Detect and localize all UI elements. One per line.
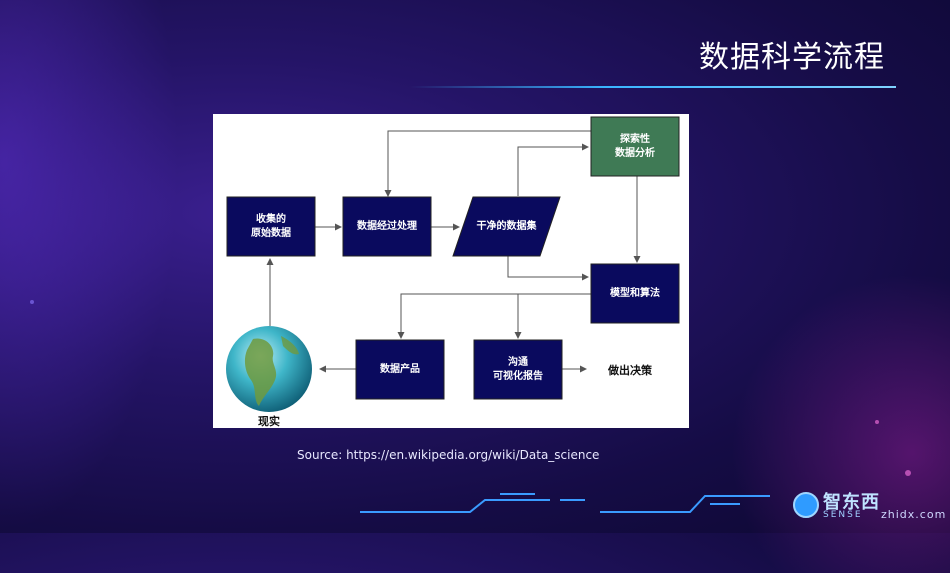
location-pin-icon xyxy=(793,492,819,518)
node-eda-box xyxy=(590,116,680,177)
node-process-label: 数据经过处理 xyxy=(357,220,417,232)
node-product-box xyxy=(355,339,445,400)
logo-domain: zhidx.com xyxy=(881,508,947,521)
node-raw-label: 收集的 原始数据 xyxy=(251,213,291,239)
slide-title: 数据科学流程 xyxy=(699,40,885,75)
title-underline xyxy=(410,86,896,88)
node-model-label: 模型和算法 xyxy=(610,287,660,299)
decor-dot xyxy=(30,300,34,304)
arrow-clean-to-eda xyxy=(517,143,589,196)
node-decide-label: 做出决策 xyxy=(608,364,652,377)
node-raw-box xyxy=(226,196,316,257)
arrow-model-to-product xyxy=(397,293,591,339)
logo-name: 智东西 xyxy=(823,492,880,513)
node-communicate-label: 沟通 可视化报告 xyxy=(493,356,543,382)
node-clean-label: 干净的数据集 xyxy=(476,220,537,232)
node-communicate-box xyxy=(473,339,563,400)
source-citation: Source: https://en.wikipedia.org/wiki/Da… xyxy=(297,448,600,462)
globe-land xyxy=(281,336,299,355)
data-science-flow-diagram: 收集的 原始数据 数据经过处理 干净的数据集 探索性 数据分析 模型和算法 数据… xyxy=(213,114,689,428)
brand-logo: 智东西 SENSE zhidx.com xyxy=(793,488,947,522)
node-clean-box xyxy=(452,196,561,257)
globe-land xyxy=(244,338,277,406)
arrow-eda-to-process xyxy=(384,130,591,197)
decorative-circuit-lines xyxy=(360,493,770,513)
logo-sub: SENSE xyxy=(823,510,863,520)
background-glow-left xyxy=(0,0,180,533)
background-glow-right xyxy=(730,273,950,573)
node-product-label: 数据产品 xyxy=(380,363,420,375)
node-model-box xyxy=(590,263,680,324)
node-process-box xyxy=(342,196,432,257)
node-reality-label: 现实 xyxy=(258,415,280,428)
node-eda-label: 探索性 数据分析 xyxy=(615,133,655,159)
decor-dot xyxy=(905,470,911,476)
decor-dot xyxy=(875,420,879,424)
arrow-clean-to-model xyxy=(507,256,589,281)
diagram-connectors xyxy=(226,116,680,412)
